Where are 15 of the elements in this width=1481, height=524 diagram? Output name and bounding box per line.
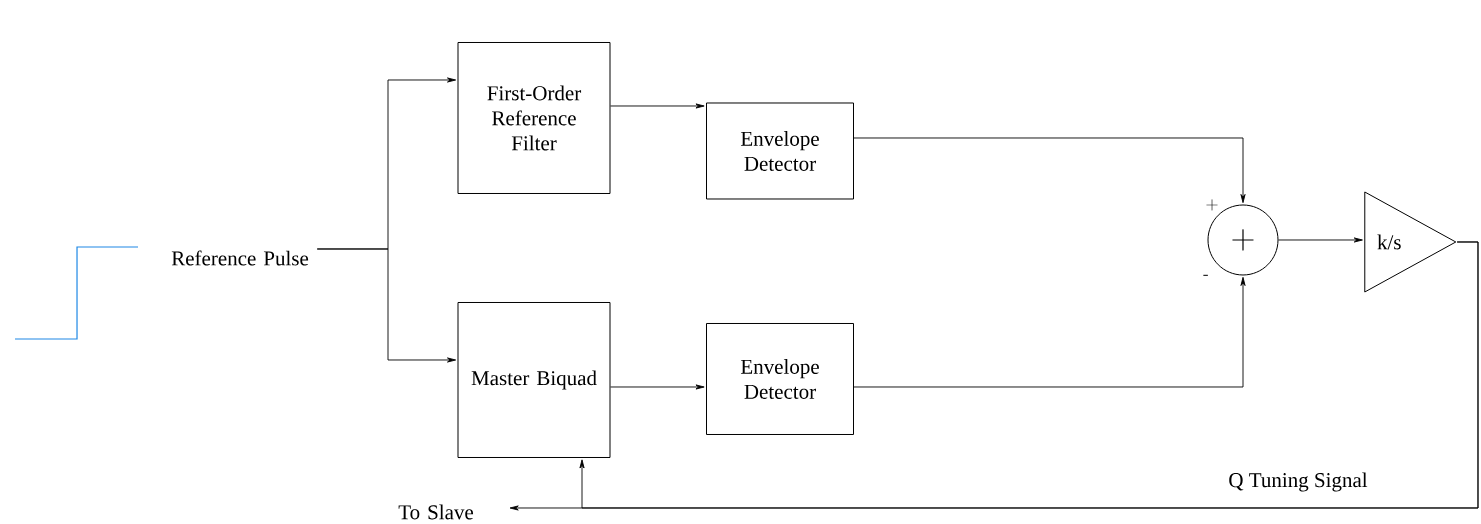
- process-box: Master Biquad: [457, 302, 611, 458]
- sign-label: -: [1203, 274, 1208, 276]
- arrow: [610, 103, 705, 109]
- arrow: [316, 248, 457, 363]
- process-box: First-Order Reference Filter: [457, 42, 611, 194]
- integrator-triangle: k/s: [1364, 191, 1457, 293]
- node-label: To Slave: [398, 504, 474, 520]
- arrow: [610, 384, 705, 390]
- process-box: Envelope Detector: [706, 323, 854, 435]
- arrow: [853, 276, 1246, 388]
- arrow: [1278, 237, 1363, 243]
- edge-label: Q Tuning Signal: [1226, 470, 1370, 494]
- arrow: [853, 137, 1246, 204]
- process-box: Envelope Detector: [706, 102, 854, 200]
- node-label: Reference Pulse: [171, 250, 309, 266]
